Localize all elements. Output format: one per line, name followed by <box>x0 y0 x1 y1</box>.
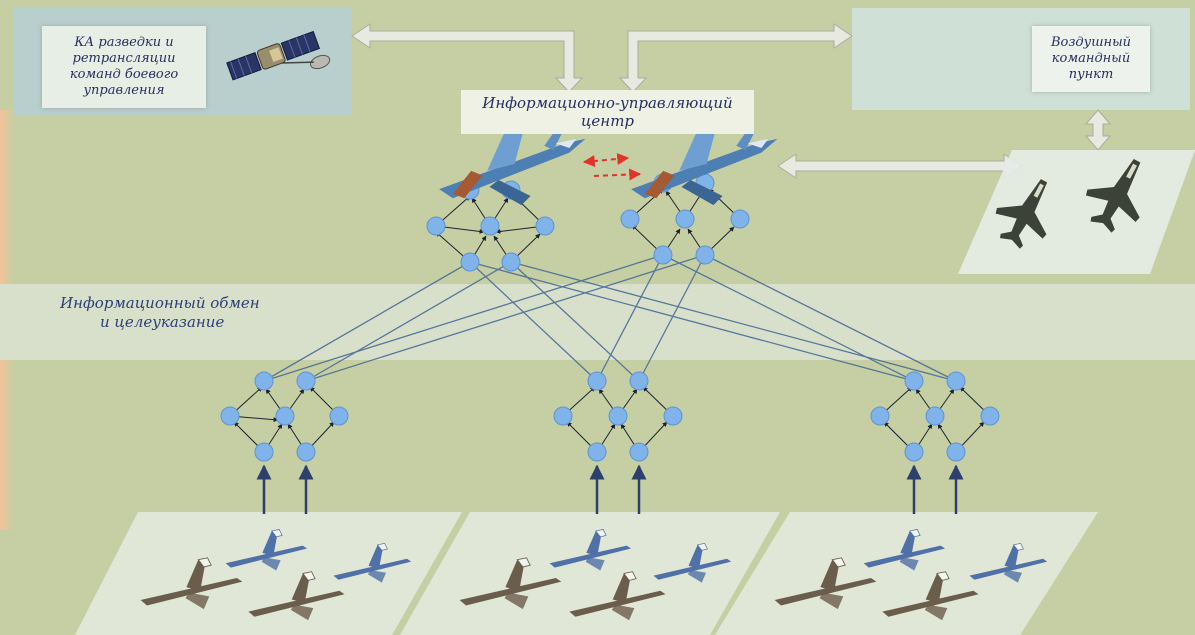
network-node <box>946 371 966 391</box>
satellite-label-line: управления <box>83 83 165 98</box>
network-node <box>870 406 890 426</box>
drone-panel-2 <box>400 512 780 635</box>
network-node <box>663 406 683 426</box>
network-node <box>460 252 480 272</box>
network-node <box>275 406 295 426</box>
network-node <box>501 252 521 272</box>
network-node <box>904 371 924 391</box>
exchange-band-label: Информационный обмен и целеуказание <box>60 294 300 332</box>
network-node <box>629 371 649 391</box>
network-node <box>254 371 274 391</box>
leader-aircraft-1 <box>439 125 586 206</box>
command-post-label-box: Воздушный командный пункт <box>1032 26 1150 92</box>
gray-link-satellite <box>351 23 584 93</box>
network-cluster-bottom-2 <box>553 371 683 462</box>
network-node <box>587 442 607 462</box>
gray-link-command-post <box>618 23 853 93</box>
command-post-label-line: командный <box>1051 51 1131 66</box>
network-node <box>925 406 945 426</box>
network-node <box>535 216 555 236</box>
uplink-arrows <box>256 464 964 514</box>
control-center-label-box: Информационно-управляющий центр <box>461 90 754 134</box>
network-node <box>480 216 500 236</box>
satellite-label-line: команд боевого <box>69 67 179 82</box>
drone-panel-3 <box>715 512 1098 635</box>
exchange-band-label-line: Информационный обмен <box>60 294 260 312</box>
network-node <box>426 216 446 236</box>
gray-link-vertical <box>1084 109 1112 151</box>
network-cluster-bottom-1 <box>220 371 349 462</box>
leader-datalink <box>582 153 642 181</box>
control-center-label-line: Информационно-управляющий <box>482 94 733 112</box>
network-node <box>329 406 349 426</box>
network-node <box>587 371 607 391</box>
network-cluster-bottom-3 <box>870 371 1000 462</box>
satellite-label-line: КА разведки и <box>74 35 174 50</box>
command-post-label-line: Воздушный <box>1050 35 1132 50</box>
network-node <box>296 442 316 462</box>
network-node <box>675 209 695 229</box>
control-center-label-line: центр <box>580 112 635 130</box>
leader-aircraft-2 <box>631 125 778 206</box>
command-post-label-line: пункт <box>1068 67 1114 82</box>
network-node <box>946 442 966 462</box>
network-node <box>608 406 628 426</box>
satellite-icon <box>226 30 331 81</box>
network-node <box>296 371 316 391</box>
network-node <box>220 406 240 426</box>
satellite-label-box: КА разведки и ретрансляции команд боевог… <box>42 26 206 108</box>
network-node <box>730 209 750 229</box>
network-node <box>629 442 649 462</box>
drone-panel-1 <box>75 512 462 635</box>
network-node <box>553 406 573 426</box>
network-node <box>904 442 924 462</box>
network-node <box>653 245 673 265</box>
network-node <box>620 209 640 229</box>
network-node <box>695 245 715 265</box>
network-node <box>254 442 274 462</box>
exchange-band-label-line: и целеуказание <box>100 313 225 331</box>
network-node <box>980 406 1000 426</box>
satellite-label-line: ретрансляции <box>72 51 176 66</box>
cluster-links <box>263 254 957 382</box>
network-cluster-top-1 <box>426 180 555 272</box>
gray-link-escort <box>777 153 1023 179</box>
